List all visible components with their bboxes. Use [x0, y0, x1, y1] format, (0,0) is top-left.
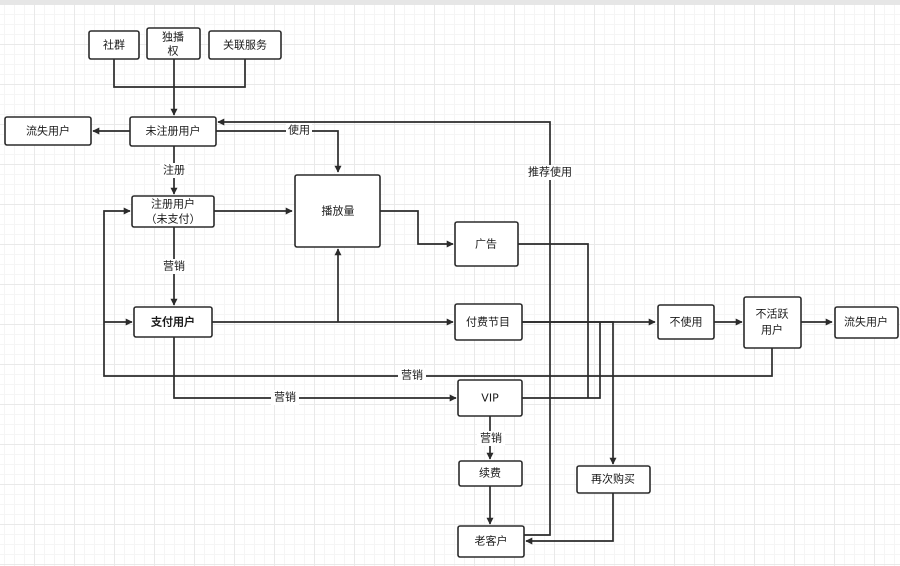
edge-old-to-unreg: [217, 118, 551, 536]
svg-text:注册用户: 注册用户: [151, 197, 195, 211]
svg-text:独播: 独播: [162, 30, 184, 44]
node-lost-user-right[interactable]: 流失用户: [834, 306, 899, 339]
svg-text:营销: 营销: [163, 259, 185, 273]
svg-text:不使用: 不使用: [670, 316, 703, 329]
edge-label-marketing-reg: 营销: [160, 259, 188, 274]
svg-text:付费节目: 付费节目: [466, 316, 510, 329]
edge-label-recommend: 推荐使用: [525, 165, 575, 180]
edge-programs-to-repurchase: [522, 321, 617, 465]
svg-text:老客户: 老客户: [475, 534, 508, 548]
edge-vip-to-merge: [522, 322, 601, 399]
svg-text:使用: 使用: [288, 124, 310, 137]
node-exclusive-rights[interactable]: 独播 权: [146, 27, 201, 60]
svg-text:VIP: VIP: [481, 392, 499, 405]
svg-text:流失用户: 流失用户: [844, 315, 888, 329]
edge-inactive-loop-reg: [103, 207, 773, 377]
top-bar: [0, 0, 900, 5]
svg-text:注册: 注册: [163, 163, 185, 177]
node-paid-programs[interactable]: 付费节目: [454, 303, 523, 341]
edge-label-marketing-renew: 营销: [477, 431, 505, 446]
svg-text:营销: 营销: [401, 368, 423, 382]
svg-text:权: 权: [168, 45, 179, 58]
node-ads[interactable]: 广告: [454, 221, 519, 267]
svg-text:支付用户: 支付用户: [150, 315, 195, 329]
svg-text:营销: 营销: [480, 431, 502, 445]
node-not-using[interactable]: 不使用: [657, 304, 715, 340]
svg-text:续费: 续费: [479, 466, 501, 480]
svg-text:（未支付）: （未支付）: [146, 213, 201, 226]
node-paying-user[interactable]: 支付用户: [133, 306, 213, 338]
edge-ads-to-notusing: [518, 243, 589, 398]
node-lost-user-left[interactable]: 流失用户: [4, 116, 92, 146]
node-community[interactable]: 社群: [88, 30, 140, 60]
node-inactive-user[interactable]: 不活跃 用户: [743, 296, 802, 349]
edge-related-merge: [174, 59, 246, 88]
svg-text:不活跃: 不活跃: [756, 307, 789, 321]
edge-label-marketing-vip: 营销: [271, 390, 299, 405]
edge-unreg-to-plays: [216, 130, 342, 173]
svg-text:播放量: 播放量: [322, 204, 355, 218]
edge-repurchase-to-old: [525, 493, 614, 545]
svg-text:关联服务: 关联服务: [223, 38, 267, 52]
svg-text:社群: 社群: [103, 38, 125, 52]
svg-text:广告: 广告: [475, 238, 497, 251]
edge-paying-to-vip: [173, 337, 457, 402]
svg-text:未注册用户: 未注册用户: [146, 124, 201, 138]
edge-plays-to-ads: [380, 210, 454, 248]
edge-label-use: 使用: [286, 123, 312, 138]
node-vip[interactable]: VIP: [457, 379, 523, 417]
svg-text:用户: 用户: [761, 323, 783, 337]
edge-label-register: 注册: [160, 163, 188, 178]
edge-label-marketing-loop: 营销: [398, 368, 426, 383]
svg-text:再次购买: 再次购买: [591, 472, 635, 486]
node-related-services[interactable]: 关联服务: [208, 30, 282, 60]
node-plays[interactable]: 播放量: [294, 174, 381, 248]
svg-text:流失用户: 流失用户: [26, 124, 70, 138]
svg-text:推荐使用: 推荐使用: [528, 165, 572, 179]
node-unregistered-user[interactable]: 未注册用户: [129, 116, 217, 147]
node-renew[interactable]: 续费: [458, 460, 523, 487]
svg-text:营销: 营销: [274, 390, 296, 404]
node-old-customer[interactable]: 老客户: [457, 525, 525, 558]
node-registered-user[interactable]: 注册用户 （未支付）: [131, 195, 215, 228]
node-repurchase[interactable]: 再次购买: [576, 465, 651, 494]
edge-community-merge: [113, 59, 174, 88]
